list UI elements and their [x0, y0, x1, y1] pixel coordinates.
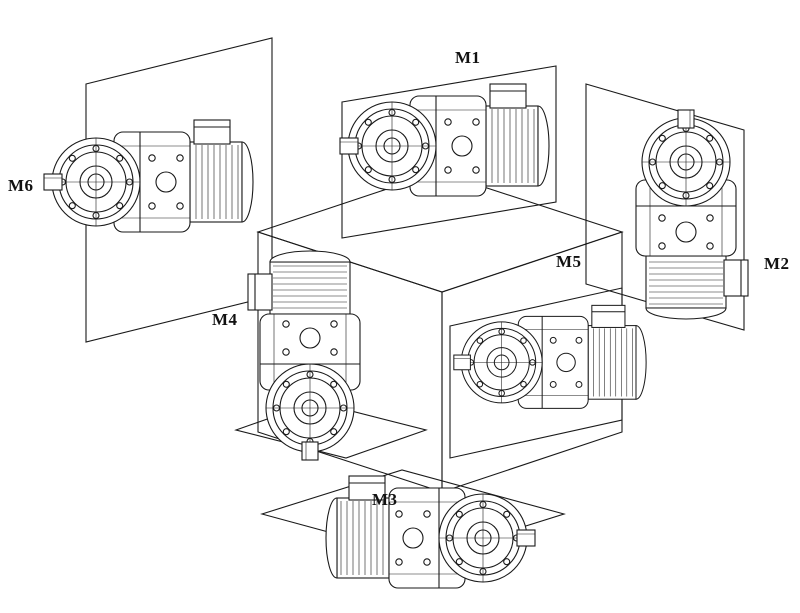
gearmotor-m1-illustration	[339, 83, 550, 197]
label-m2: M2	[764, 254, 790, 273]
label-m6: M6	[8, 176, 34, 195]
mounting-plane-m1	[341, 65, 557, 239]
label-m3: M3	[372, 490, 398, 509]
gearmotor-m2-illustration	[635, 109, 749, 320]
label-m5: M5	[556, 252, 582, 271]
label-m4: M4	[212, 310, 238, 329]
gearmotor-m5-illustration	[453, 304, 647, 409]
gearmotor-m4-illustration	[247, 250, 361, 461]
label-m1: M1	[455, 48, 481, 67]
gearmotor-m3-illustration	[325, 475, 536, 589]
gearmotor-m6-illustration	[43, 119, 254, 233]
